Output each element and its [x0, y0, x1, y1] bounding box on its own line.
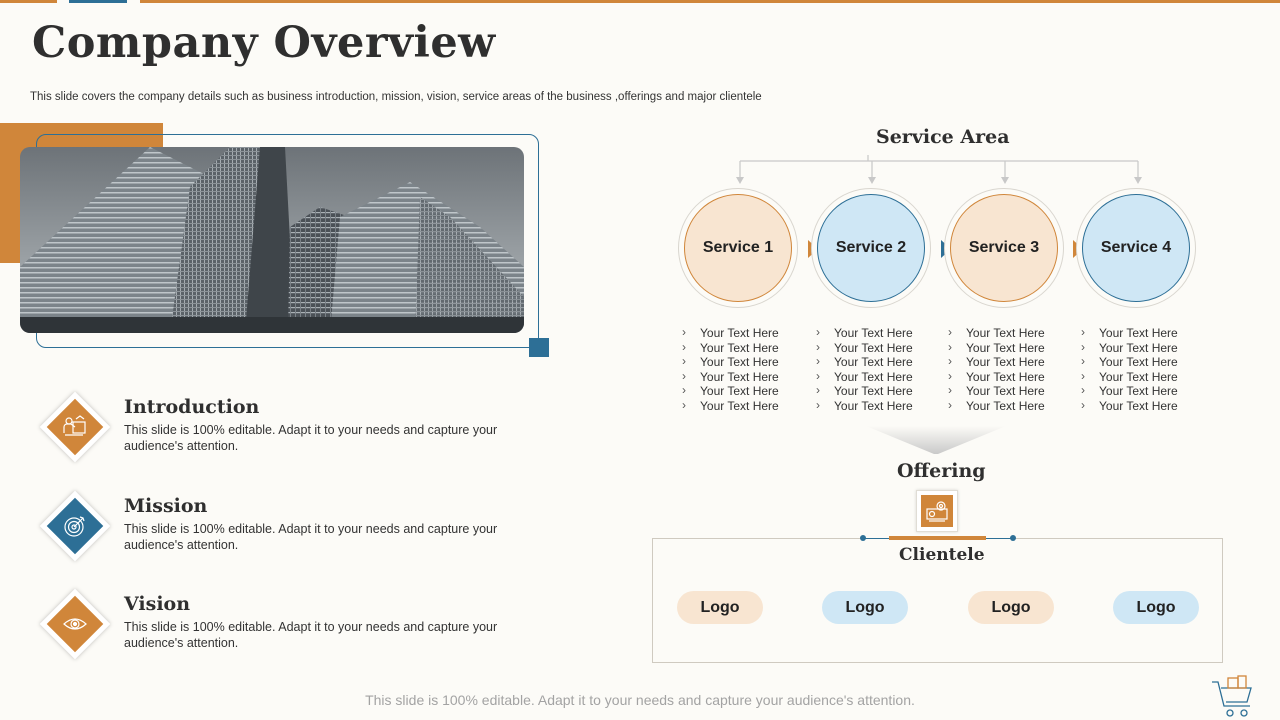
service-1-label: Service 1 — [684, 194, 792, 302]
list-item: Your Text Here — [815, 354, 935, 370]
divider-dot-right — [1010, 535, 1016, 541]
divider-dot-left — [860, 535, 866, 541]
skyscraper-photo — [20, 147, 524, 333]
service-3-bullets: Your Text Here Your Text Here Your Text … — [947, 325, 1067, 414]
service-2-label: Service 2 — [817, 194, 925, 302]
funnel-arrow — [866, 426, 1006, 454]
vision-badge — [39, 588, 111, 660]
vision-title: Vision — [124, 593, 191, 615]
introduction-text: This slide is 100% editable. Adapt it to… — [124, 423, 498, 453]
offering-icon-box — [916, 490, 958, 532]
list-item: Your Text Here — [947, 325, 1067, 341]
list-item: Your Text Here — [681, 340, 801, 356]
list-item: Your Text Here — [815, 383, 935, 399]
service-1-bullets: Your Text Here Your Text Here Your Text … — [681, 325, 801, 414]
client-logo-4[interactable]: Logo — [1113, 591, 1199, 624]
image-corner-square — [529, 338, 549, 357]
service-area-title: Service Area — [876, 126, 1010, 148]
vision-item: Vision This slide is 100% editable. Adap… — [38, 587, 508, 661]
list-item: Your Text Here — [815, 325, 935, 341]
mission-text: This slide is 100% editable. Adapt it to… — [124, 522, 498, 552]
list-item: Your Text Here — [1080, 325, 1200, 341]
list-item: Your Text Here — [815, 398, 935, 414]
list-item: Your Text Here — [681, 354, 801, 370]
list-item: Your Text Here — [1080, 369, 1200, 385]
top-accent-bar — [0, 0, 1280, 3]
list-item: Your Text Here — [947, 340, 1067, 356]
service-4-label: Service 4 — [1082, 194, 1190, 302]
mission-item: Mission This slide is 100% editable. Ada… — [38, 489, 508, 563]
eye-icon — [63, 618, 87, 630]
service-3[interactable]: Service 3 — [944, 188, 1064, 308]
page-title: Company Overview — [32, 18, 496, 68]
target-icon — [64, 516, 85, 537]
list-item: Your Text Here — [1080, 354, 1200, 370]
list-item: Your Text Here — [681, 383, 801, 399]
service-2-bullets: Your Text Here Your Text Here Your Text … — [815, 325, 935, 414]
mission-title: Mission — [124, 495, 208, 517]
list-item: Your Text Here — [947, 383, 1067, 399]
list-item: Your Text Here — [947, 354, 1067, 370]
list-item: Your Text Here — [681, 325, 801, 341]
service-3-label: Service 3 — [950, 194, 1058, 302]
clientele-divider-accent — [889, 536, 986, 540]
page-subtitle: This slide covers the company details su… — [30, 91, 762, 103]
list-item: Your Text Here — [815, 340, 935, 356]
list-item: Your Text Here — [681, 369, 801, 385]
vision-text: This slide is 100% editable. Adapt it to… — [124, 620, 498, 650]
list-item: Your Text Here — [947, 369, 1067, 385]
list-item: Your Text Here — [1080, 383, 1200, 399]
mission-badge — [39, 490, 111, 562]
footer-note: This slide is 100% editable. Adapt it to… — [365, 692, 915, 708]
service-2[interactable]: Service 2 — [811, 188, 931, 308]
service-1[interactable]: Service 1 — [678, 188, 798, 308]
top-accent-blue — [69, 0, 127, 3]
client-logo-1[interactable]: Logo — [677, 591, 763, 624]
list-item: Your Text Here — [947, 398, 1067, 414]
list-item: Your Text Here — [1080, 340, 1200, 356]
list-item: Your Text Here — [681, 398, 801, 414]
client-logo-3[interactable]: Logo — [968, 591, 1054, 624]
client-logo-2[interactable]: Logo — [822, 591, 908, 624]
service-4[interactable]: Service 4 — [1076, 188, 1196, 308]
introduction-title: Introduction — [124, 396, 260, 418]
offering-title: Offering — [897, 460, 986, 482]
service-connector-lines — [736, 155, 1142, 184]
clientele-title: Clientele — [899, 545, 985, 565]
gears-icon — [926, 501, 948, 522]
introduction-item: Introduction This slide is 100% editable… — [38, 390, 508, 464]
service-4-bullets: Your Text Here Your Text Here Your Text … — [1080, 325, 1200, 414]
shopping-cart-icon — [1212, 675, 1252, 717]
list-item: Your Text Here — [1080, 398, 1200, 414]
introduction-badge — [39, 391, 111, 463]
presentation-icon — [63, 415, 86, 436]
list-item: Your Text Here — [815, 369, 935, 385]
